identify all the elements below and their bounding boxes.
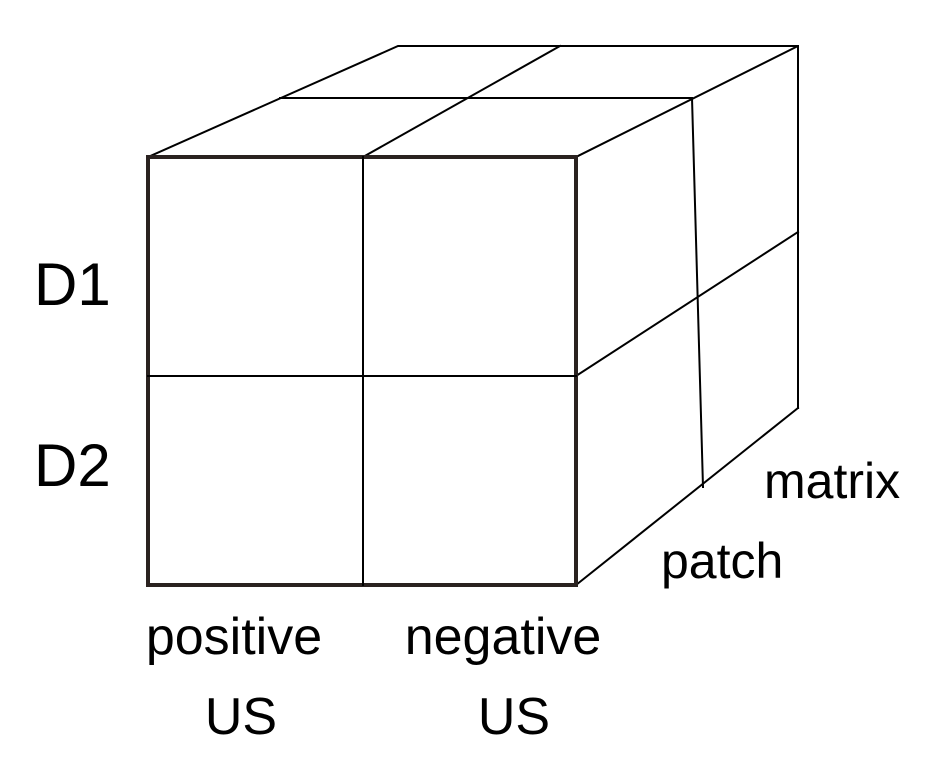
right-face-mid-row-line xyxy=(574,230,800,378)
col-label-negative-us: US xyxy=(478,688,550,746)
top-face xyxy=(146,44,799,159)
col-label-positive-us: US xyxy=(205,688,277,746)
top-face-back-edge xyxy=(146,45,799,159)
row-label-d2: D2 xyxy=(34,432,111,499)
row-label-d1: D1 xyxy=(34,251,111,318)
top-face-mid-col-line xyxy=(361,44,562,159)
col-label-positive: positive xyxy=(146,608,322,666)
right-face-bottom-edge xyxy=(574,406,800,587)
right-face-mid-col-line xyxy=(690,96,705,489)
col-label-negative: negative xyxy=(405,608,602,666)
right-face xyxy=(574,45,800,587)
front-face xyxy=(146,155,578,587)
depth-label-matrix: matrix xyxy=(764,453,900,509)
depth-label-patch: patch xyxy=(661,533,783,589)
